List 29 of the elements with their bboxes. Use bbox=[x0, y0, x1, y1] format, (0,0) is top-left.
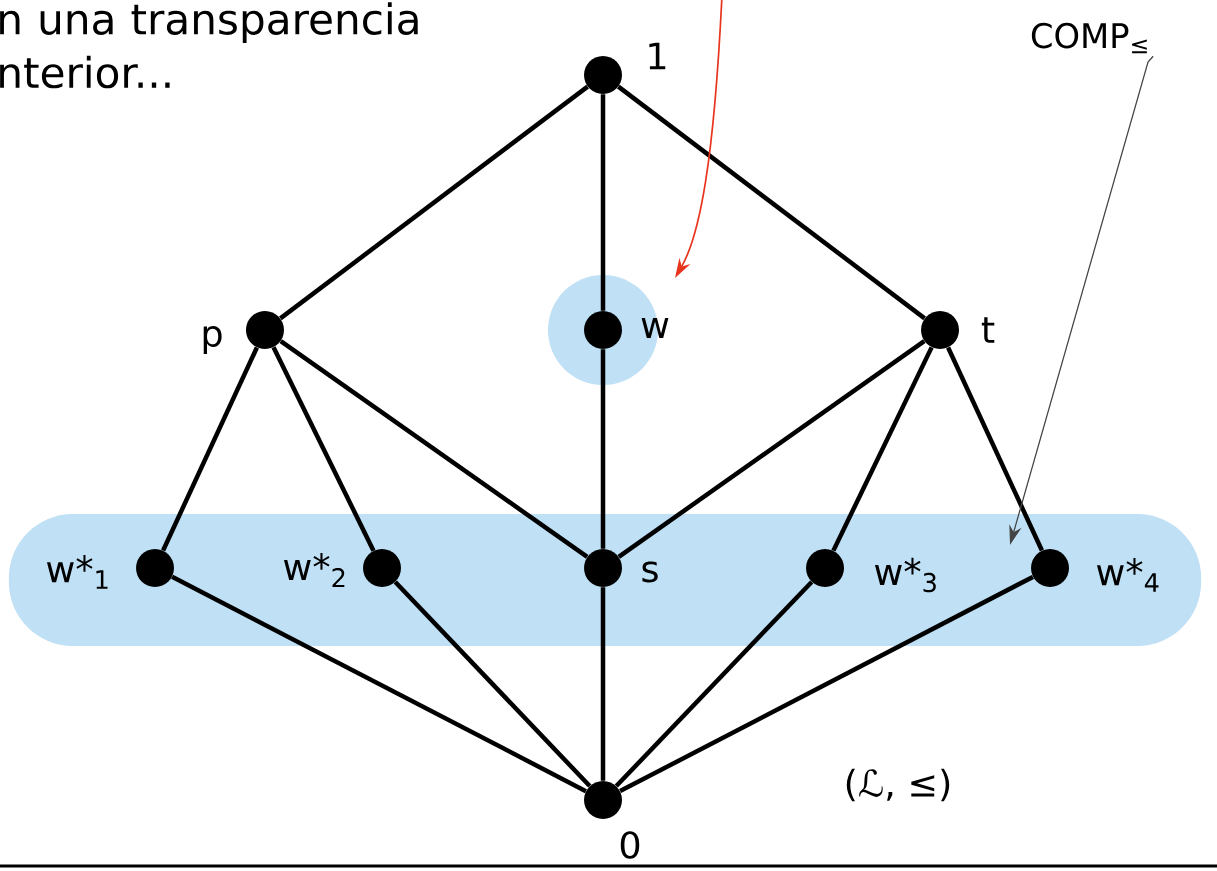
hasse-edge bbox=[831, 346, 934, 552]
vertex-label: w*$_{3}$ bbox=[874, 557, 936, 593]
hasse-edge bbox=[946, 346, 1044, 552]
set-label: COMP$_{≤}$ bbox=[1031, 22, 1147, 54]
hasse-edge bbox=[600, 349, 606, 549]
hasse-edge bbox=[600, 587, 606, 781]
hasse-edge bbox=[617, 339, 926, 559]
hasse-edge bbox=[600, 94, 606, 311]
hasse-edge bbox=[619, 574, 1034, 794]
hasse-edge bbox=[393, 580, 592, 788]
vertex-label: w*$_{1}$ bbox=[46, 555, 108, 589]
highlight-band bbox=[8, 514, 1202, 646]
vertex-label: w*$_{2}$ bbox=[283, 552, 345, 588]
hasse-edge bbox=[279, 339, 589, 559]
note-text: n una transparencia nterior... bbox=[0, 2, 418, 89]
vertex-label: p bbox=[203, 325, 222, 355]
hasse-edge bbox=[279, 84, 589, 321]
vertex-label: w*$_{4}$ bbox=[1096, 558, 1159, 592]
vertex-label: s bbox=[642, 561, 658, 583]
set-notation: (ℒ, ≤) bbox=[846, 768, 950, 802]
hasse-edge bbox=[614, 580, 814, 788]
hasse-edge bbox=[271, 346, 376, 552]
vertex-label: 0 bbox=[620, 831, 640, 859]
vertex-label: w bbox=[641, 318, 669, 338]
hasse-edge bbox=[171, 574, 587, 794]
vertex-label: 1 bbox=[649, 42, 666, 70]
hasse-edge bbox=[617, 84, 926, 321]
hasse-edge bbox=[161, 346, 259, 552]
vertex-label: t bbox=[981, 317, 995, 343]
